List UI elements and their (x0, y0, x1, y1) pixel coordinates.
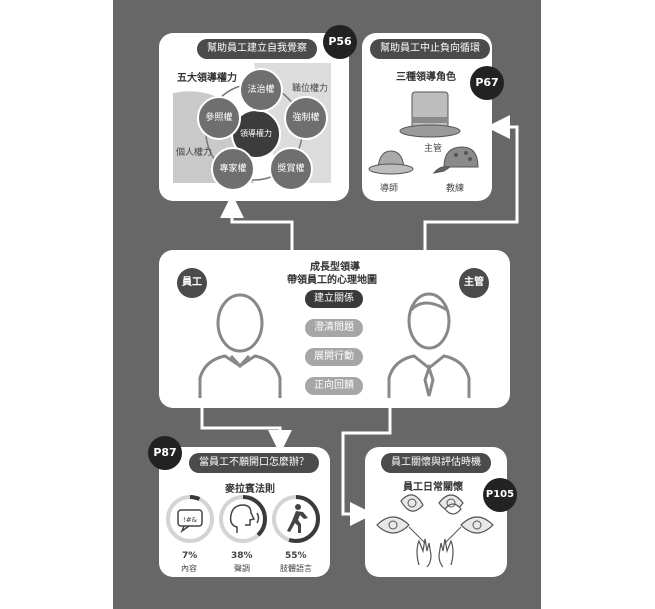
role-mentor-label: 導師 (380, 184, 399, 194)
role-coach-label: 教練 (446, 184, 465, 194)
negative-cycle-card: 幫助員工中止負向循環 三種領導角色 主管 導師 教練 (362, 33, 492, 201)
step-positive-feedback: 正向回饋 (305, 377, 363, 395)
speech-symbol-icon (177, 509, 203, 534)
silence-card: 當員工不願開口怎麼辦？ 麥拉賓法則 !#& 7% 內容 38% 聲調 55% 肢… (159, 447, 330, 577)
legal-power-node: 法治權 (239, 68, 283, 112)
step-build-relationship: 建立關係 (305, 290, 363, 308)
page-badge-p87: P87 (148, 436, 182, 470)
psych-map-card: 成長型領導 帶領員工的心理地圖 員工 主管 建立關係 澄清問題 展開行動 正向回… (159, 250, 510, 408)
employee-badge: 員工 (177, 268, 207, 298)
leaves-hands-icon (376, 494, 494, 568)
fedora-hat-icon (368, 150, 414, 175)
stat-content-pct: 7% (182, 551, 198, 561)
employee-figure-icon (198, 293, 282, 398)
step-clarify-problem: 澄清問題 (305, 319, 363, 337)
center-title-line1: 成長型領導 (310, 262, 360, 273)
self-awareness-header: 幫助員工建立自我覺察 (197, 39, 317, 59)
reward-power-node: 獎賞權 (269, 147, 313, 191)
negative-cycle-header: 幫助員工中止負向循環 (370, 39, 490, 59)
stat-tone-label: 聲調 (234, 564, 250, 573)
stat-tone-pct: 38% (231, 551, 253, 561)
expert-power-node: 專家權 (211, 147, 255, 191)
page-badge-p67: P67 (470, 66, 504, 100)
stat-body-pct: 55% (285, 551, 307, 561)
three-roles-title: 三種領導角色 (396, 72, 456, 83)
center-title-line2: 帶領員工的心理地圖 (287, 275, 377, 286)
five-powers-title: 五大領導權力 (177, 73, 237, 84)
personal-power-label: 個人權力 (176, 148, 213, 158)
manager-figure-icon (387, 292, 471, 398)
step-take-action: 展開行動 (305, 348, 363, 366)
referent-power-node: 參照權 (197, 96, 241, 140)
care-header: 員工關懷與評估時機 (381, 453, 491, 473)
role-manager-label: 主管 (424, 144, 443, 154)
mehrabian-title: 麥拉賓法則 (225, 484, 275, 495)
top-hat-icon (399, 91, 461, 138)
care-card: 員工關懷與評估時機 員工日常關懷 (365, 447, 507, 577)
manager-badge: 主管 (459, 268, 489, 298)
page-badge-p105: P105 (483, 478, 517, 512)
stat-rings: !#& (166, 495, 320, 543)
stat-content-label: 內容 (181, 564, 197, 573)
coercive-power-node: 強制權 (284, 96, 328, 140)
walking-person-icon (287, 504, 308, 533)
silence-header: 當員工不願開口怎麼辦？ (189, 453, 319, 473)
daily-care-title: 員工日常關懷 (403, 482, 463, 493)
self-awareness-card: 幫助員工建立自我覺察 五大領導權力 職位權力 個人權力 領導權力 法治權 強制權… (159, 33, 349, 201)
baseball-cap-icon (432, 146, 479, 174)
positional-power-label: 職位權力 (292, 84, 329, 94)
voice-head-icon (229, 504, 260, 533)
svg-text:!#&: !#& (183, 516, 198, 524)
stat-body-label: 肢體語言 (280, 564, 312, 573)
page-badge-p56: P56 (323, 25, 357, 59)
